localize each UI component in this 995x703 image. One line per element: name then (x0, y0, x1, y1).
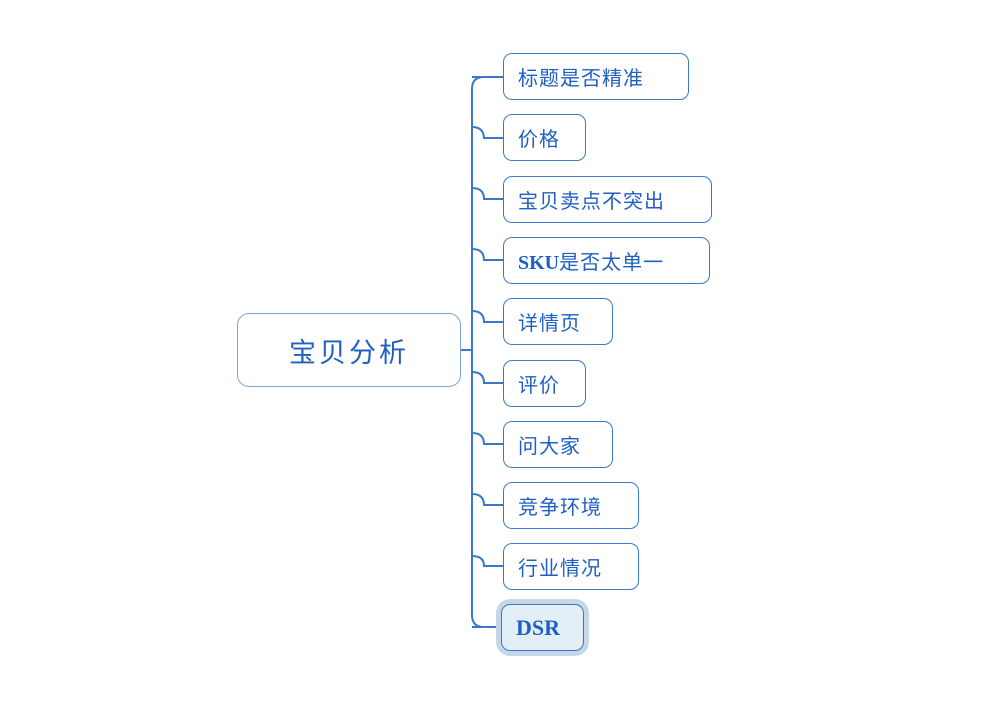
branch-node-label-10: DSR (516, 614, 561, 640)
branch-node-label-4-latin: SKU (518, 252, 560, 274)
mindmap-branch-node-6[interactable]: 评价 (503, 360, 586, 407)
mindmap-branch-node-4[interactable]: SKU是否太单一 (503, 237, 710, 284)
connector-trunk (471, 76, 485, 628)
mindmap-branch-node-10-selected[interactable]: DSR (501, 604, 584, 651)
connector-branch-2 (471, 126, 503, 140)
mindmap-branch-node-8[interactable]: 竞争环境 (503, 482, 639, 529)
connector-branch-3 (471, 187, 503, 200)
branch-node-label-4: SKU是否太单一 (518, 246, 664, 275)
mindmap-root-node[interactable]: 宝贝分析 (237, 313, 461, 387)
connector-branch-6 (471, 371, 503, 384)
mindmap-branch-node-9[interactable]: 行业情况 (503, 543, 639, 590)
branch-node-label-4-cjk: 是否太单一 (559, 252, 665, 274)
branch-node-label-1: 标题是否精准 (518, 68, 644, 90)
branch-node-label-6: 评价 (518, 375, 560, 397)
connector-branch-9 (471, 555, 503, 567)
branch-node-label-2: 价格 (518, 129, 560, 151)
connector-branch-4 (471, 248, 503, 261)
connector-branch-7 (471, 432, 503, 445)
mindmap-branch-node-3[interactable]: 宝贝卖点不突出 (503, 176, 712, 223)
mindmap-branch-node-2[interactable]: 价格 (503, 114, 586, 161)
mindmap-branch-node-7[interactable]: 问大家 (503, 421, 613, 468)
mindmap-branch-node-5[interactable]: 详情页 (503, 298, 613, 345)
connector-branch-5 (471, 310, 503, 323)
branch-node-label-7: 问大家 (518, 436, 581, 458)
branch-node-label-9: 行业情况 (518, 558, 602, 580)
mindmap-branch-node-1[interactable]: 标题是否精准 (503, 53, 689, 100)
connector-branch-8 (471, 493, 503, 506)
root-node-label: 宝贝分析 (289, 337, 409, 368)
branch-node-label-8: 竞争环境 (518, 497, 602, 519)
branch-node-label-3: 宝贝卖点不突出 (518, 191, 665, 213)
branch-node-label-5: 详情页 (518, 313, 581, 335)
